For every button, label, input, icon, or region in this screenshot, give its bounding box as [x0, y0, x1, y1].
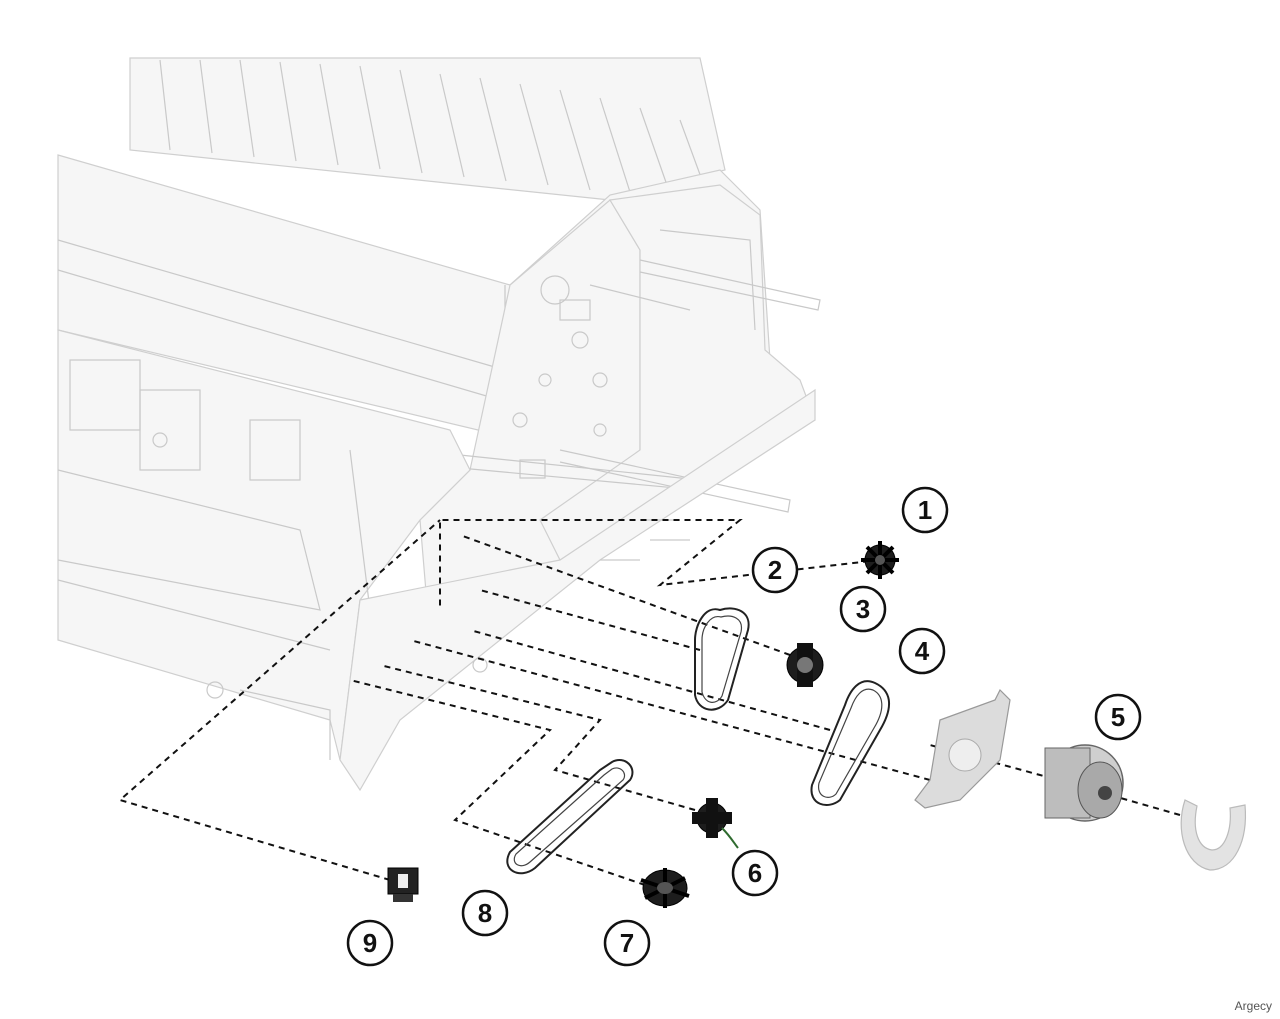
clip-part-9: [387, 867, 419, 902]
leader-line-2: [479, 589, 701, 651]
motor-cover: [1180, 799, 1247, 871]
watermark-text: Argecy: [1234, 999, 1272, 1013]
callout-6: 6: [731, 849, 779, 897]
svg-text:8: 8: [478, 898, 492, 928]
leader-line-3: [459, 534, 791, 656]
leader-line-6: [379, 664, 696, 811]
belt-part-4: [810, 680, 890, 806]
leader-line-1: [439, 519, 881, 610]
callout-4: 4: [898, 627, 946, 675]
pulley-gear-part-3: [786, 643, 824, 687]
svg-text:1: 1: [918, 495, 932, 525]
svg-text:4: 4: [915, 636, 930, 666]
callout-2: 2: [751, 546, 799, 594]
belt-part-8: [506, 759, 634, 875]
leader-line-4: [409, 629, 931, 781]
leader-line-9: [117, 519, 441, 881]
callout-1: 1: [901, 486, 949, 534]
svg-text:9: 9: [363, 928, 377, 958]
callout-9: 9: [346, 919, 394, 967]
callout-3: 3: [839, 585, 887, 633]
leader-lines: [117, 519, 1181, 886]
svg-text:5: 5: [1111, 702, 1125, 732]
parts: [387, 541, 1247, 908]
callout-5: 5: [1094, 693, 1142, 741]
svg-text:7: 7: [620, 928, 634, 958]
gear-part-1: [861, 541, 899, 579]
leader-line-7: [349, 679, 646, 886]
motor-bracket: [914, 688, 1011, 809]
gear-part-7: [640, 868, 690, 908]
gear-part-6: [692, 798, 739, 849]
svg-text:3: 3: [856, 594, 870, 624]
svg-text:6: 6: [748, 858, 762, 888]
belt-part-2: [694, 607, 750, 711]
printer-assembly-illustration: [57, 57, 821, 792]
motor-part-5: [1044, 744, 1124, 822]
callout-7: 7: [603, 919, 651, 967]
callout-8: 8: [461, 889, 509, 937]
svg-text:2: 2: [768, 555, 782, 585]
callouts: 1 2 3 4 5 6 7 8 9: [346, 486, 1142, 967]
